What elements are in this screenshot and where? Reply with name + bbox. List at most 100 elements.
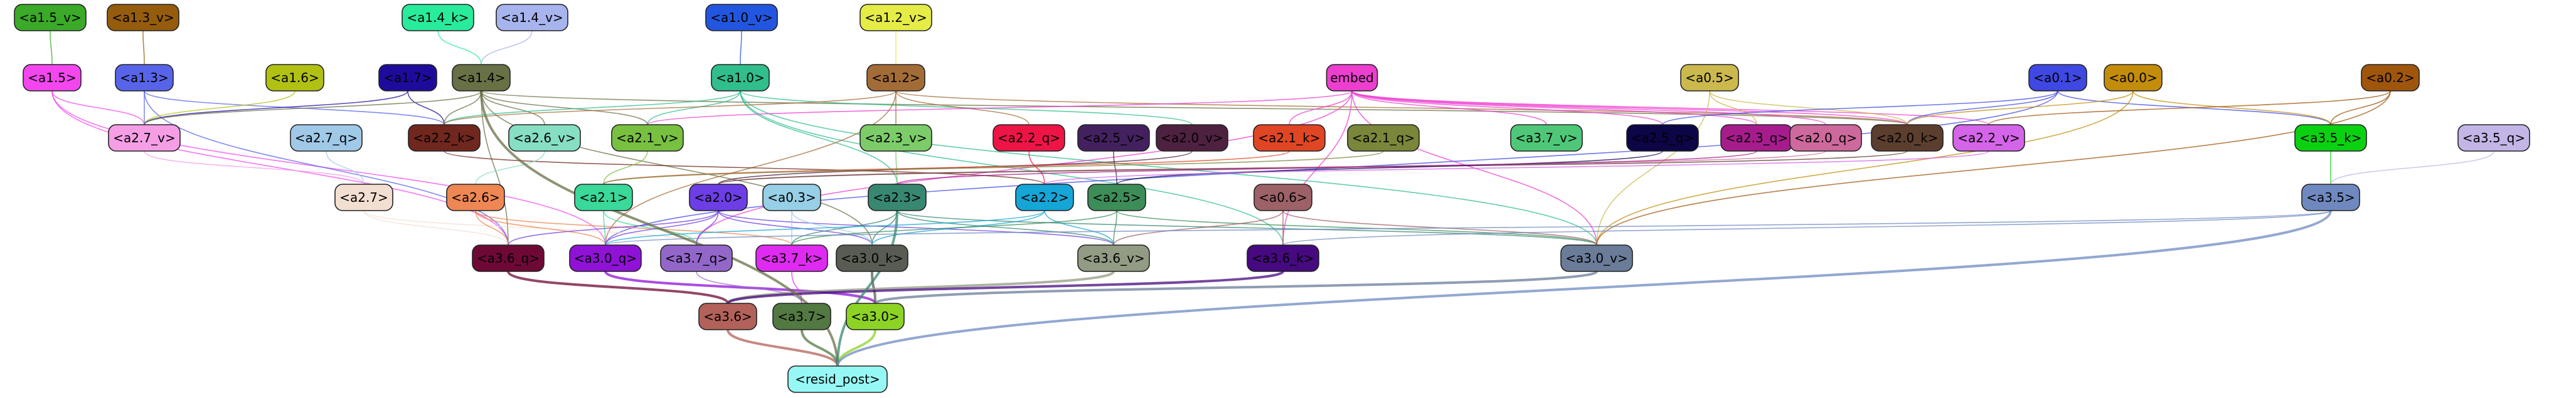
- node-label: <a3.5_q>: [2462, 130, 2525, 145]
- node-a2-5[interactable]: <a2.5>: [1087, 184, 1146, 211]
- node-a2-1[interactable]: <a2.1>: [574, 184, 633, 211]
- node-box: [1560, 244, 1633, 272]
- node-a3-7-q[interactable]: <a3.7_q>: [660, 244, 733, 272]
- node-a3-5[interactable]: <a3.5>: [2301, 184, 2360, 211]
- node-a2-0-q[interactable]: <a2.0_q>: [1789, 124, 1862, 152]
- edge-a2_0-to-a3_6_v: [718, 210, 1114, 246]
- edge-embed-to-a2_2_v: [1351, 90, 1989, 125]
- edge-a1_3-to-a2_2_k: [144, 90, 445, 125]
- node-a1-2[interactable]: <a1.2>: [866, 64, 925, 92]
- edge-a2_2-to-a3_0_q: [605, 210, 1045, 246]
- node-label: <a1.0>: [716, 70, 765, 85]
- node-a2-6-v[interactable]: <a2.6_v>: [508, 124, 581, 152]
- edge-a2_1_k-to-a2_1: [603, 150, 1290, 185]
- node-a1-4-k[interactable]: <a1.4_k>: [402, 4, 474, 31]
- edge-a3_6-to-resid_post: [726, 329, 839, 367]
- node-a1-4-v[interactable]: <a1.4_v>: [496, 4, 568, 31]
- node-box: [698, 303, 757, 330]
- node-a2-1-k[interactable]: <a2.1_k>: [1253, 124, 1326, 152]
- node-box: [496, 4, 568, 31]
- node-a2-2-v[interactable]: <a2.2_v>: [1952, 124, 2025, 152]
- node-a1-5[interactable]: <a1.5>: [23, 64, 82, 92]
- node-a0-1[interactable]: <a0.1>: [2028, 64, 2087, 92]
- node-box: [846, 303, 905, 330]
- node-a1-7[interactable]: <a1.7>: [378, 64, 437, 92]
- edge-embed-to-a2_5_q: [1351, 90, 1663, 125]
- node-a1-2-v[interactable]: <a1.2_v>: [860, 4, 932, 31]
- node-a1-4[interactable]: <a1.4>: [452, 64, 511, 92]
- node-a1-0-v[interactable]: <a1.0_v>: [705, 4, 778, 31]
- node-resid-post[interactable]: <resid_post>: [787, 365, 888, 393]
- edge-a2_5_q-to-a2_5: [1116, 150, 1663, 185]
- node-box: [2104, 64, 2163, 92]
- node-a0-0[interactable]: <a0.0>: [2104, 64, 2163, 92]
- node-a2-7-v[interactable]: <a2.7_v>: [108, 124, 181, 152]
- node-a3-0[interactable]: <a3.0>: [846, 303, 905, 330]
- edge-embed-to-a3_7_v: [1351, 90, 1547, 125]
- node-a3-6-k[interactable]: <a3.6_k>: [1247, 244, 1319, 272]
- node-a2-3-q[interactable]: <a2.3_q>: [1720, 124, 1793, 152]
- node-a2-0-v[interactable]: <a2.0_v>: [1156, 124, 1228, 152]
- node-a2-7-q[interactable]: <a2.7_q>: [290, 124, 363, 152]
- node-a2-5-q[interactable]: <a2.5_q>: [1626, 124, 1699, 152]
- node-embed[interactable]: embed: [1326, 64, 1378, 92]
- edge-embed-to-a2_1_v: [647, 90, 1353, 125]
- node-a0-3[interactable]: <a0.3>: [762, 184, 821, 211]
- edge-a1_0-to-a3_0_v: [740, 90, 1597, 246]
- node-label: <a2.0>: [694, 190, 743, 205]
- node-box: [611, 124, 684, 152]
- node-a3-6-v[interactable]: <a3.6_v>: [1077, 244, 1150, 272]
- node-a0-2[interactable]: <a0.2>: [2361, 64, 2420, 92]
- node-a3-5-k[interactable]: <a3.5_k>: [2294, 124, 2367, 152]
- node-label: <a0.6>: [1259, 190, 1307, 205]
- node-a2-2[interactable]: <a2.2>: [1015, 184, 1074, 211]
- node-a1-0[interactable]: <a1.0>: [711, 64, 770, 92]
- node-a3-6[interactable]: <a3.6>: [698, 303, 757, 330]
- node-box: [1626, 124, 1699, 152]
- edge-a2_5_v-to-a2_5: [1113, 150, 1117, 185]
- node-a3-0-k[interactable]: <a3.0_k>: [836, 244, 908, 272]
- node-a1-6[interactable]: <a1.6>: [265, 64, 324, 92]
- node-box: [1077, 244, 1150, 272]
- node-box: [689, 184, 748, 211]
- node-a2-2-q[interactable]: <a2.2_q>: [993, 124, 1065, 152]
- node-a2-0-k[interactable]: <a2.0_k>: [1871, 124, 1944, 152]
- node-a3-6-q[interactable]: <a3.6_q>: [472, 244, 545, 272]
- node-a3-7[interactable]: <a3.7>: [772, 303, 831, 330]
- node-a1-3[interactable]: <a1.3>: [115, 64, 174, 92]
- node-a2-2-k[interactable]: <a2.2_k>: [408, 124, 481, 152]
- edge-a0_0-to-a3_0_v: [1596, 90, 2134, 246]
- node-a2-1-q[interactable]: <a2.1_q>: [1347, 124, 1420, 152]
- node-a1-3-v[interactable]: <a1.3_v>: [107, 4, 179, 31]
- node-a1-5-v[interactable]: <a1.5_v>: [14, 4, 87, 31]
- node-box: [860, 4, 932, 31]
- edge-a1_4_v-to-a1_4: [481, 30, 533, 65]
- node-a2-3[interactable]: <a2.3>: [868, 184, 927, 211]
- node-a3-7-v[interactable]: <a3.7_v>: [1510, 124, 1583, 152]
- node-box: [1077, 124, 1150, 152]
- edge-a1_7-to-a2_7_v: [144, 90, 408, 125]
- node-a2-3-v[interactable]: <a2.3_v>: [860, 124, 932, 152]
- node-box: [2028, 64, 2087, 92]
- node-box: [569, 244, 642, 272]
- node-a2-0[interactable]: <a2.0>: [689, 184, 748, 211]
- node-box: [452, 64, 511, 92]
- node-a2-5-v[interactable]: <a2.5_v>: [1077, 124, 1150, 152]
- node-a2-1-v[interactable]: <a2.1_v>: [611, 124, 684, 152]
- node-label: <a1.5_v>: [19, 10, 81, 25]
- node-a3-7-k[interactable]: <a3.7_k>: [755, 244, 828, 272]
- node-a3-0-v[interactable]: <a3.0_v>: [1560, 244, 1633, 272]
- edge-a0_0-to-a2_0_k: [1907, 90, 2134, 125]
- edge-a0_5-to-a3_0_v: [1596, 90, 1710, 246]
- node-a0-6[interactable]: <a0.6>: [1253, 184, 1312, 211]
- node-box: [2294, 124, 2367, 152]
- edge-a0_2-to-a3_0_v: [1596, 90, 2391, 246]
- node-label: <a3.0_q>: [574, 251, 637, 266]
- edge-a2_1-to-a3_7_q: [603, 210, 697, 246]
- node-a3-0-q[interactable]: <a3.0_q>: [569, 244, 642, 272]
- node-a3-5-q[interactable]: <a3.5_q>: [2457, 124, 2530, 152]
- node-a0-5[interactable]: <a0.5>: [1680, 64, 1739, 92]
- node-a2-7[interactable]: <a2.7>: [334, 184, 393, 211]
- edge-a1_2-to-a2_0_k: [895, 90, 1908, 125]
- node-a2-6[interactable]: <a2.6>: [446, 184, 505, 211]
